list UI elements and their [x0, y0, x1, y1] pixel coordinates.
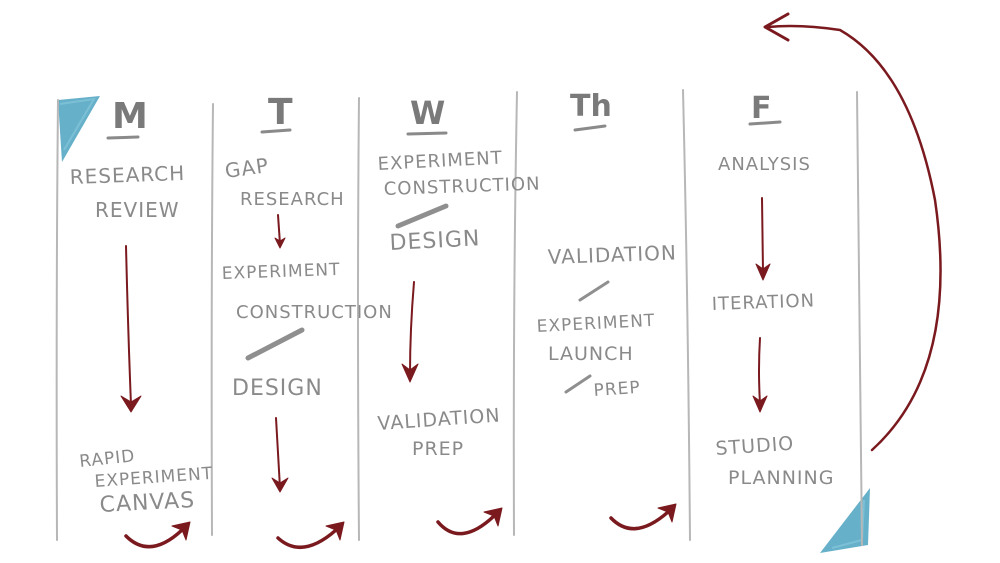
arrow-head: [657, 503, 677, 523]
slash-mark: [245, 327, 305, 361]
day-label-wednesday: W: [410, 94, 445, 132]
column-monday: RESEARCH REVIEW RAPID EXPERIMENT CANVAS: [69, 161, 213, 518]
arrow-head: [274, 237, 286, 249]
connector-t-to-w: [276, 521, 345, 550]
step-text: RESEARCH: [240, 189, 345, 210]
step-text: REVIEW: [95, 198, 180, 222]
slash-mark: [578, 280, 610, 302]
slash-mark: [395, 203, 449, 229]
down-arrow: [277, 214, 281, 245]
step-text: EXPERIMENT: [536, 311, 656, 337]
step-text: PREP: [593, 378, 641, 401]
step-text: VALIDATION: [547, 241, 677, 269]
arrow-head: [120, 395, 142, 413]
step-text: VALIDATION: [377, 404, 501, 435]
day-underline: [106, 135, 140, 140]
step-text: RAPID: [78, 446, 136, 472]
step-text: STUDIO: [715, 433, 795, 460]
step-text: EXPERIMENT: [221, 260, 340, 284]
divider-t-w: [357, 97, 360, 541]
arrow-head: [271, 477, 289, 493]
divider-th-f: [682, 89, 691, 541]
down-arrow: [758, 337, 761, 405]
curved-arrow: [436, 514, 496, 536]
top-left-corner-mark: [58, 96, 100, 162]
loop-arrow-head: [763, 12, 790, 42]
day-label-tuesday: T: [268, 92, 293, 133]
divider-m-t: [210, 103, 214, 536]
down-arrow: [125, 245, 132, 406]
arrow-head: [755, 263, 771, 281]
step-text: RESEARCH: [69, 161, 185, 189]
loop-back-arrow: [763, 12, 942, 452]
arrow-head: [401, 363, 419, 383]
step-text: ITERATION: [711, 290, 815, 315]
step-text: PREP: [412, 438, 464, 460]
step-text: CONSTRUCTION: [236, 302, 393, 323]
day-headers: M T W Th F: [106, 89, 782, 140]
arrow-head: [325, 521, 345, 541]
arrow-head: [483, 507, 503, 527]
slash-mark: [564, 374, 592, 394]
day-underline: [748, 120, 782, 126]
column-thursday: VALIDATION EXPERIMENT LAUNCH PREP: [536, 241, 677, 401]
day-label-monday: M: [112, 96, 148, 137]
arrow-head: [752, 395, 768, 413]
step-text: CONSTRUCTION: [383, 174, 540, 200]
connector-m-to-t: [124, 521, 191, 549]
day-underline: [573, 124, 607, 132]
step-text: PLANNING: [728, 467, 834, 489]
column-tuesday: GAP RESEARCH EXPERIMENT CONSTRUCTION DES…: [221, 153, 393, 493]
down-arrow: [761, 197, 764, 273]
column-wednesday: EXPERIMENT CONSTRUCTION DESIGN VALIDATIO…: [377, 147, 541, 460]
day-underline: [406, 131, 448, 136]
day-label-friday: F: [751, 91, 772, 126]
step-text: ANALYSIS: [718, 154, 811, 175]
step-text: GAP: [223, 153, 270, 183]
day-label-thursday: Th: [570, 89, 612, 124]
curved-arrow: [609, 510, 670, 531]
day-connectors: [124, 503, 677, 550]
step-text: DESIGN: [232, 376, 323, 401]
connector-th-to-f: [609, 503, 677, 531]
down-arrow: [409, 281, 415, 375]
column-dividers: [55, 89, 863, 546]
divider-w-th: [512, 91, 518, 536]
loop-curve: [766, 24, 942, 452]
curved-arrow: [276, 528, 338, 550]
arrow-head: [171, 521, 191, 541]
step-text: EXPERIMENT: [377, 147, 503, 175]
step-text: DESIGN: [389, 226, 481, 256]
connector-w-to-th: [436, 507, 503, 536]
down-arrow: [275, 417, 281, 489]
column-friday: ANALYSIS ITERATION STUDIO PLANNING: [711, 154, 834, 489]
step-text: CANVAS: [99, 488, 196, 518]
divider-right: [856, 91, 863, 546]
divider-left: [55, 99, 59, 541]
day-underline: [260, 128, 292, 134]
curved-arrow: [124, 528, 184, 549]
step-text: LAUNCH: [548, 343, 634, 365]
